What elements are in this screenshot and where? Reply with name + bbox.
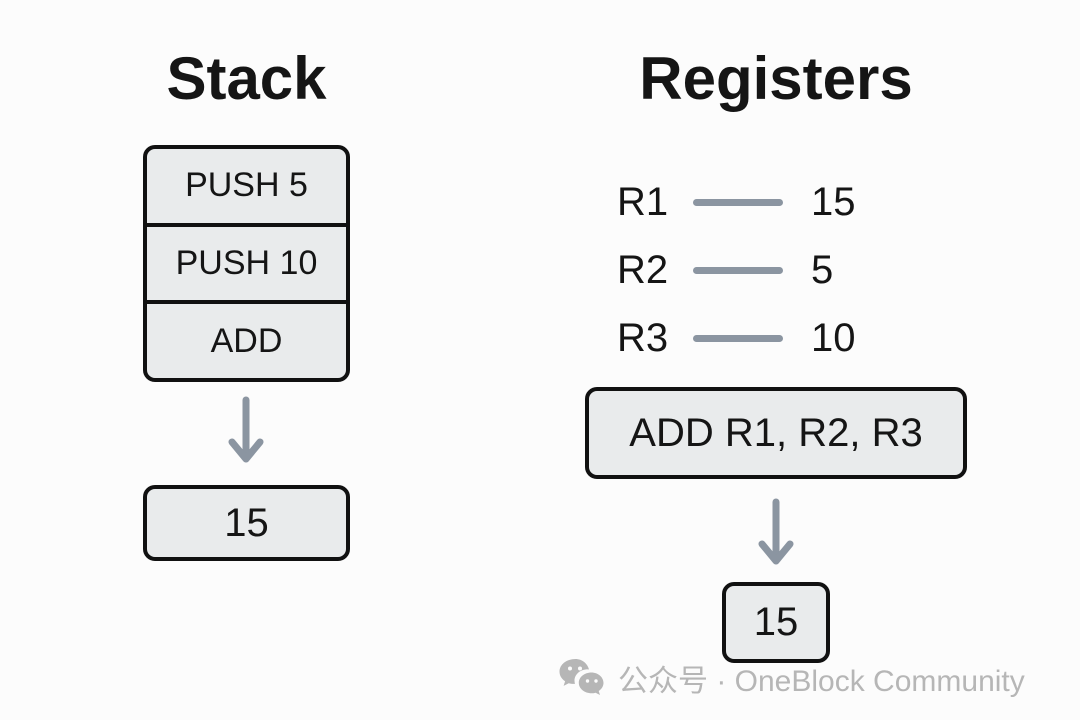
register-row: R2 5 [617, 236, 856, 304]
register-rows: R1 15 R2 5 R3 10 [617, 168, 856, 372]
register-value: 15 [811, 179, 856, 224]
watermark-text: 公众号 · OneBlock Community [618, 665, 1025, 698]
down-arrow-icon [754, 496, 798, 572]
register-instruction-box: ADD R1, R2, R3 [585, 387, 967, 479]
dash-line-icon [693, 266, 783, 274]
dash-line-icon [693, 198, 783, 206]
stack-title: Stack [166, 45, 327, 112]
stack-instructions-box: PUSH 5 PUSH 10 ADD [143, 145, 350, 382]
stack-instruction: PUSH 5 [185, 166, 308, 205]
register-result-box: 15 [722, 582, 830, 663]
wechat-icon [558, 657, 606, 699]
register-name: R2 [617, 247, 669, 292]
watermark: 公众号 · OneBlock Community [558, 656, 1025, 700]
registers-title: Registers [639, 45, 913, 112]
register-value: 5 [811, 247, 834, 292]
stack-result-box: 15 [143, 485, 350, 561]
stack-instruction: PUSH 10 [147, 222, 346, 301]
register-row: R1 15 [617, 168, 856, 236]
register-row: R3 10 [617, 304, 856, 372]
register-name: R1 [617, 179, 669, 224]
register-value: 10 [811, 315, 856, 360]
stack-instruction: ADD [147, 300, 346, 378]
register-name: R3 [617, 315, 669, 360]
dash-line-icon [693, 334, 783, 342]
down-arrow-icon [224, 394, 268, 470]
